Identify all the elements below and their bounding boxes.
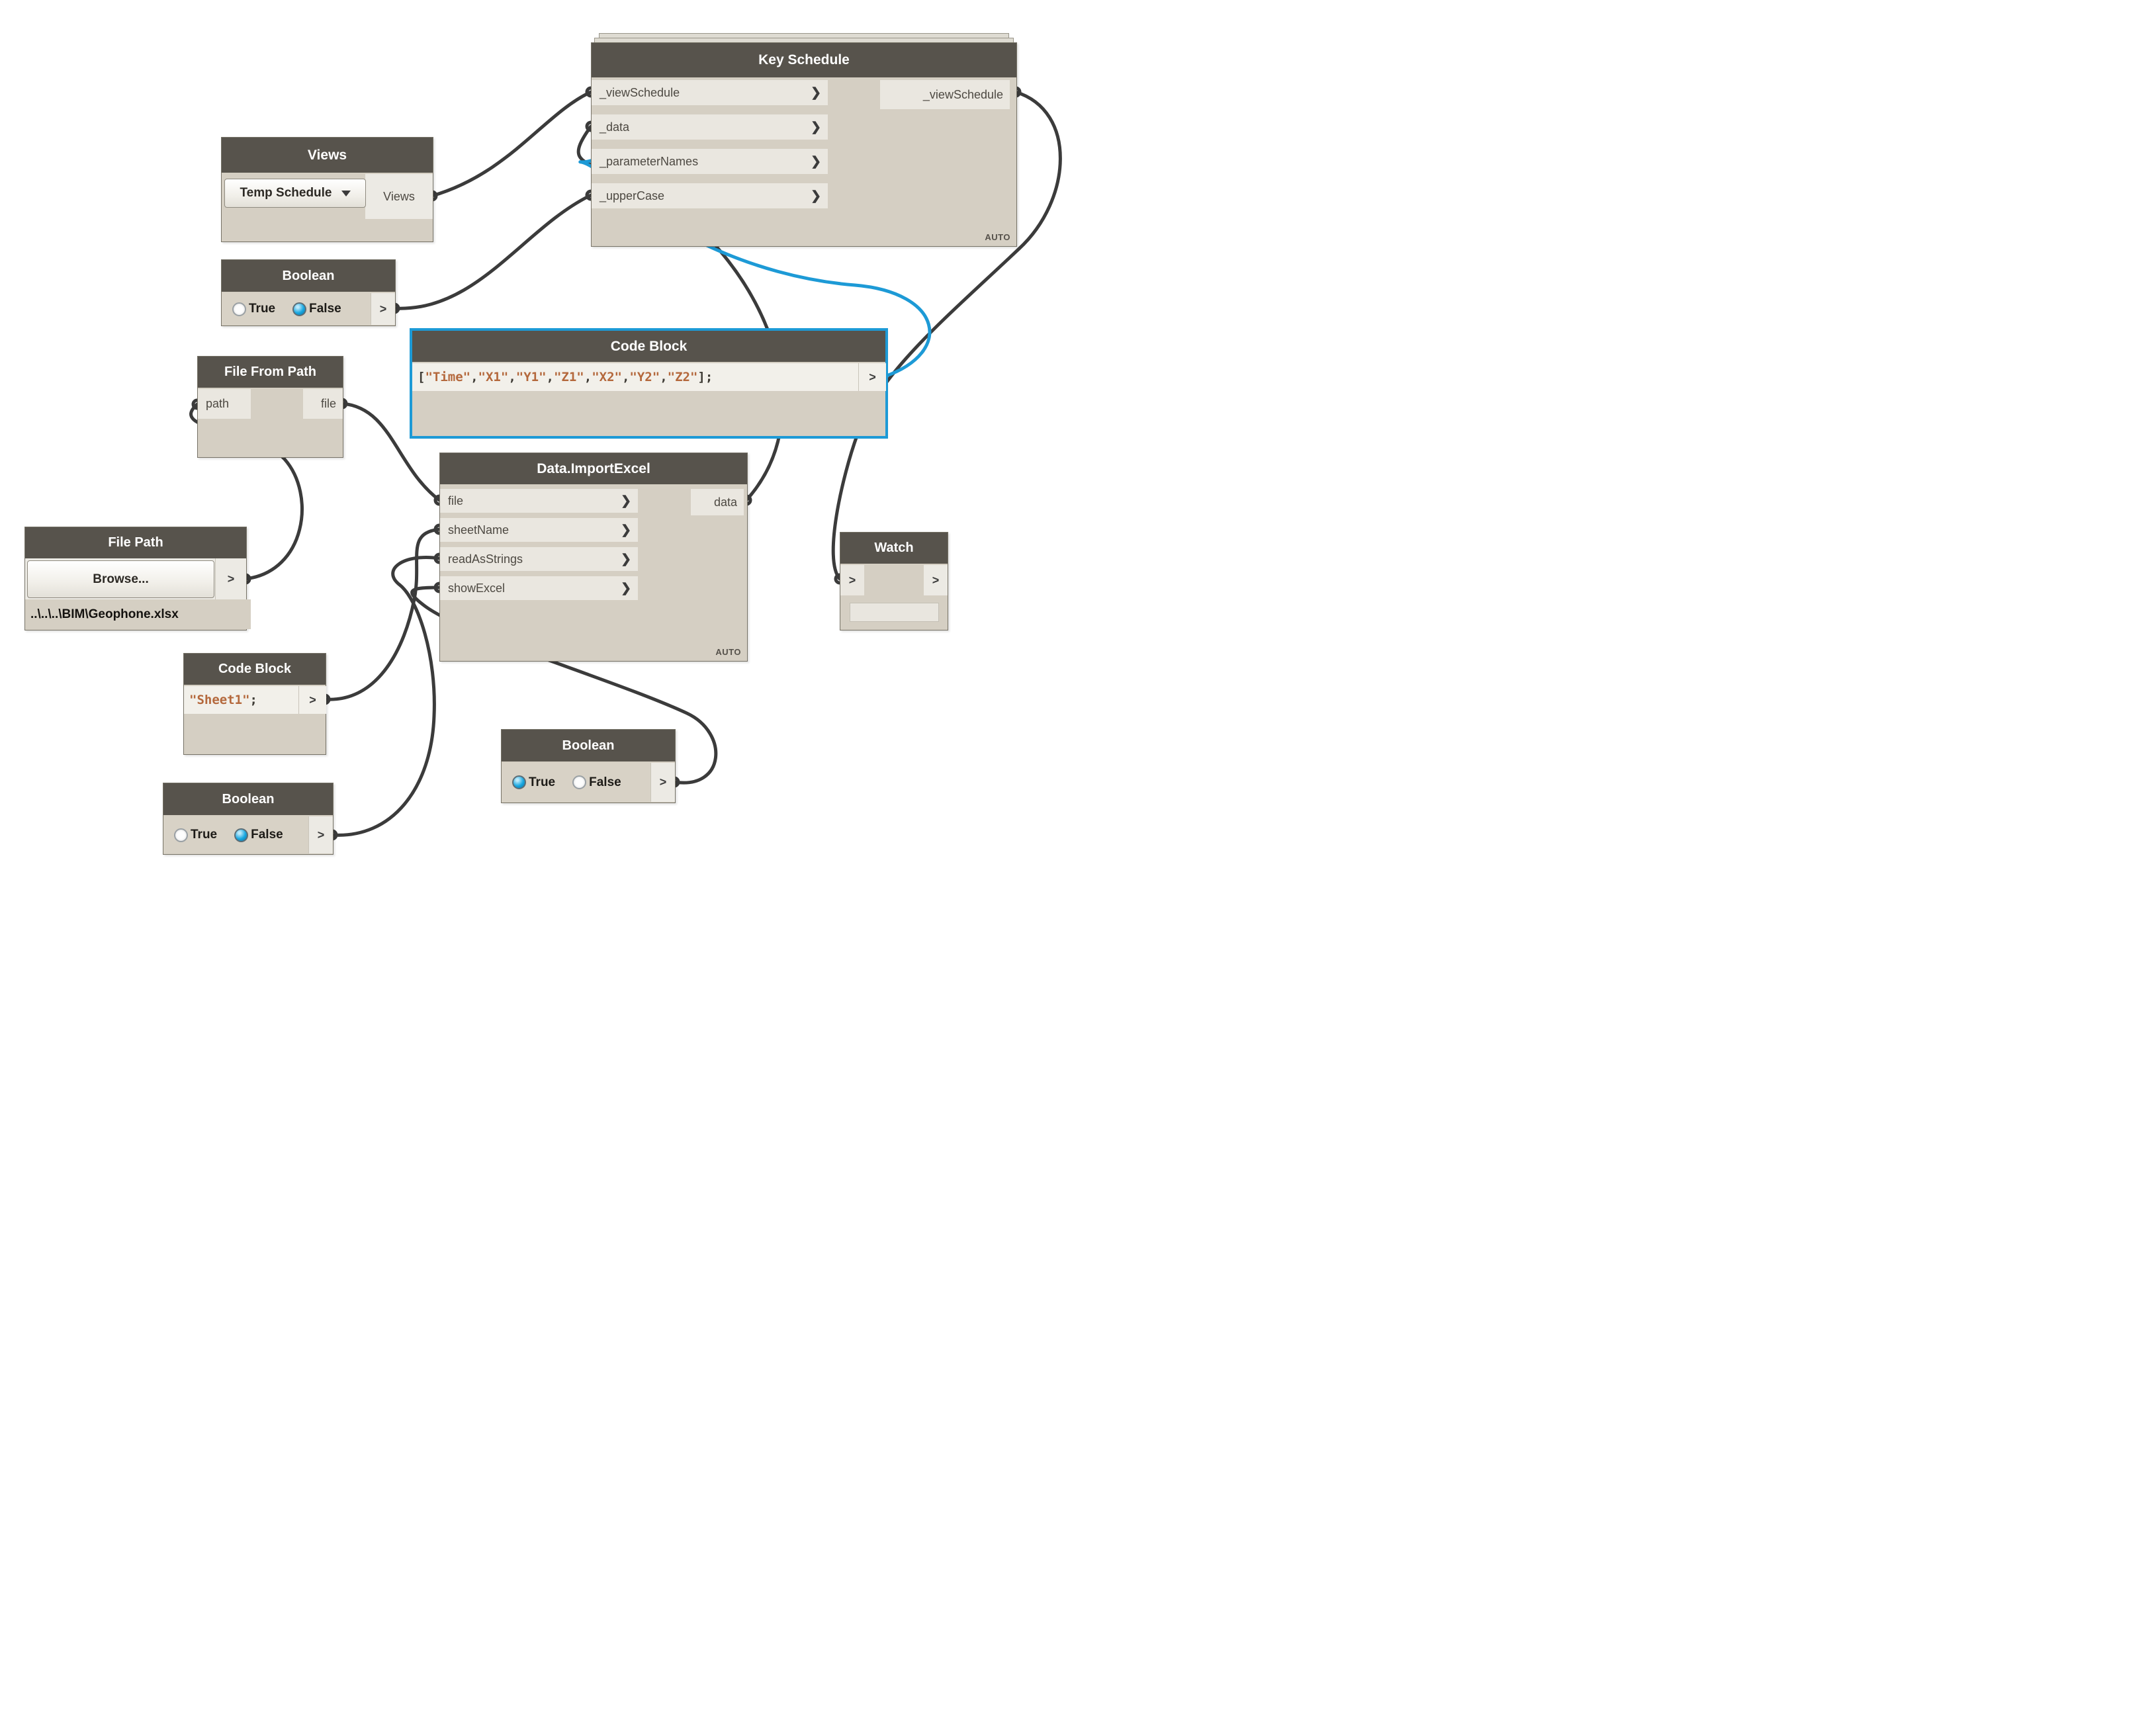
node-code-block-sheet[interactable]: Code Block "Sheet1"; > bbox=[183, 653, 326, 755]
port-chevron-icon: ❯ bbox=[811, 120, 821, 134]
radio-label-false[interactable]: False bbox=[589, 775, 621, 789]
output-port[interactable]: > bbox=[924, 565, 948, 595]
node-boolean-top[interactable]: Boolean True False > bbox=[221, 259, 396, 326]
watch-value-box bbox=[850, 603, 939, 622]
radio-false[interactable] bbox=[234, 828, 249, 842]
node-title-bar[interactable]: File From Path bbox=[198, 357, 343, 388]
output-port[interactable]: > bbox=[308, 816, 333, 853]
input-port-showexcel[interactable]: showExcel ❯ bbox=[440, 576, 638, 600]
node-title-bar[interactable]: Boolean bbox=[163, 783, 333, 815]
output-port[interactable]: > bbox=[650, 763, 675, 802]
output-port-data[interactable]: data bbox=[691, 489, 744, 515]
wire-booleantop-to-uppercase[interactable] bbox=[392, 193, 593, 310]
node-data-importexcel[interactable]: Data.ImportExcel file ❯ sheetName ❯ read… bbox=[439, 453, 748, 662]
port-chevron-icon: ❯ bbox=[621, 494, 631, 508]
port-chevron-icon: ❯ bbox=[811, 154, 821, 169]
input-port[interactable]: > bbox=[840, 565, 864, 595]
port-chevron-icon: ❯ bbox=[621, 552, 631, 566]
chevron-down-icon bbox=[341, 190, 351, 196]
file-path-value: ..\..\..\BIM\Geophone.xlsx bbox=[25, 599, 251, 629]
input-port-readasstrings[interactable]: readAsStrings ❯ bbox=[440, 547, 638, 571]
node-views[interactable]: Views Views Temp Schedule bbox=[221, 137, 433, 242]
input-port-path[interactable]: path bbox=[198, 389, 251, 419]
output-port[interactable]: > bbox=[858, 363, 886, 391]
input-port-uppercase[interactable]: _upperCase ❯ bbox=[592, 183, 828, 208]
node-title-bar[interactable]: Code Block bbox=[412, 331, 885, 362]
node-title: File Path bbox=[108, 535, 163, 550]
node-boolean-bottom-mid[interactable]: Boolean True False > bbox=[501, 729, 676, 803]
radio-true[interactable] bbox=[512, 775, 526, 789]
node-title: Boolean bbox=[562, 738, 615, 753]
dropdown-value: Temp Schedule bbox=[240, 186, 332, 200]
wire-file-to-importexcel-file[interactable] bbox=[340, 402, 441, 502]
dynamo-canvas[interactable]: Key Schedule _viewSchedule ❯ _data ❯ _pa… bbox=[0, 0, 1068, 868]
node-title: Code Block bbox=[610, 338, 688, 354]
node-watch[interactable]: Watch > > bbox=[840, 532, 948, 630]
node-file-path[interactable]: File Path Browse... > ..\..\..\BIM\Geoph… bbox=[24, 527, 251, 630]
radio-label-true[interactable]: True bbox=[191, 828, 218, 842]
views-dropdown[interactable]: Temp Schedule bbox=[224, 179, 366, 208]
output-port-file[interactable]: file bbox=[303, 389, 343, 419]
node-title-bar[interactable]: Boolean bbox=[502, 730, 675, 761]
node-title-bar[interactable]: Views bbox=[222, 138, 433, 173]
radio-label-true[interactable]: True bbox=[249, 302, 276, 316]
browse-button[interactable]: Browse... bbox=[27, 560, 214, 598]
port-chevron-icon: ❯ bbox=[621, 581, 631, 595]
output-port[interactable]: > bbox=[215, 558, 246, 599]
wire-booleanbm-to-showexcel[interactable] bbox=[410, 586, 718, 785]
radio-false[interactable] bbox=[292, 302, 307, 316]
code-block-editor[interactable]: "Sheet1"; bbox=[184, 686, 302, 714]
node-title: Watch bbox=[874, 541, 914, 555]
node-title: Boolean bbox=[222, 791, 275, 806]
wire-sheet1-to-sheetname[interactable] bbox=[323, 527, 441, 701]
wire-views-to-viewschedule[interactable] bbox=[430, 90, 593, 198]
output-port[interactable]: > bbox=[371, 293, 395, 325]
node-key-schedule[interactable]: Key Schedule _viewSchedule ❯ _data ❯ _pa… bbox=[591, 42, 1017, 247]
node-title-bar[interactable]: Key Schedule bbox=[592, 43, 1016, 77]
input-port-file[interactable]: file ❯ bbox=[440, 489, 638, 513]
output-port[interactable]: > bbox=[298, 686, 326, 714]
node-title: Data.ImportExcel bbox=[537, 460, 650, 476]
port-chevron-icon: ❯ bbox=[811, 189, 821, 203]
port-chevron-icon: ❯ bbox=[811, 85, 821, 100]
wire-keyschedule-to-watch[interactable] bbox=[831, 90, 1062, 581]
input-port-parameternames[interactable]: _parameterNames ❯ bbox=[592, 149, 828, 174]
node-code-block-parameters[interactable]: Code Block ["Time","X1","Y1","Z1","X2","… bbox=[410, 328, 888, 439]
node-title-bar[interactable]: Watch bbox=[840, 533, 948, 564]
radio-true[interactable] bbox=[174, 828, 188, 842]
node-title-bar[interactable]: Boolean bbox=[222, 260, 395, 292]
lacing-label[interactable]: AUTO bbox=[715, 647, 741, 657]
lacing-label[interactable]: AUTO bbox=[985, 232, 1010, 242]
code-block-editor[interactable]: ["Time","X1","Y1","Z1","X2","Y2","Z2"]; bbox=[412, 363, 862, 391]
node-title-bar[interactable]: Code Block bbox=[184, 654, 326, 685]
node-title-bar[interactable]: Data.ImportExcel bbox=[440, 453, 747, 484]
boolean-options-row: True False bbox=[502, 763, 662, 802]
wire-booleanbl-to-readasstrings[interactable] bbox=[330, 556, 441, 837]
node-title: Boolean bbox=[282, 268, 335, 283]
radio-label-false[interactable]: False bbox=[309, 302, 341, 316]
node-file-from-path[interactable]: File From Path path file bbox=[197, 356, 343, 458]
boolean-options-row: True False bbox=[222, 293, 382, 325]
node-title-bar[interactable]: File Path bbox=[25, 527, 246, 558]
radio-true[interactable] bbox=[232, 302, 246, 316]
radio-false[interactable] bbox=[572, 775, 587, 789]
radio-label-false[interactable]: False bbox=[251, 828, 283, 842]
output-port-viewschedule[interactable]: _viewSchedule bbox=[880, 80, 1010, 109]
boolean-options-row: True False bbox=[163, 816, 320, 853]
node-title: Key Schedule bbox=[758, 52, 850, 67]
radio-label-true[interactable]: True bbox=[529, 775, 556, 789]
node-title: File From Path bbox=[224, 365, 316, 379]
node-title: Code Block bbox=[218, 662, 292, 676]
node-boolean-bottom-left[interactable]: Boolean True False > bbox=[163, 783, 334, 855]
output-port-views[interactable]: Views bbox=[365, 174, 433, 219]
input-port-data[interactable]: _data ❯ bbox=[592, 114, 828, 140]
node-title: Views bbox=[307, 147, 347, 163]
port-chevron-icon: ❯ bbox=[621, 523, 631, 537]
input-port-sheetname[interactable]: sheetName ❯ bbox=[440, 518, 638, 542]
input-port-viewschedule[interactable]: _viewSchedule ❯ bbox=[592, 80, 828, 105]
